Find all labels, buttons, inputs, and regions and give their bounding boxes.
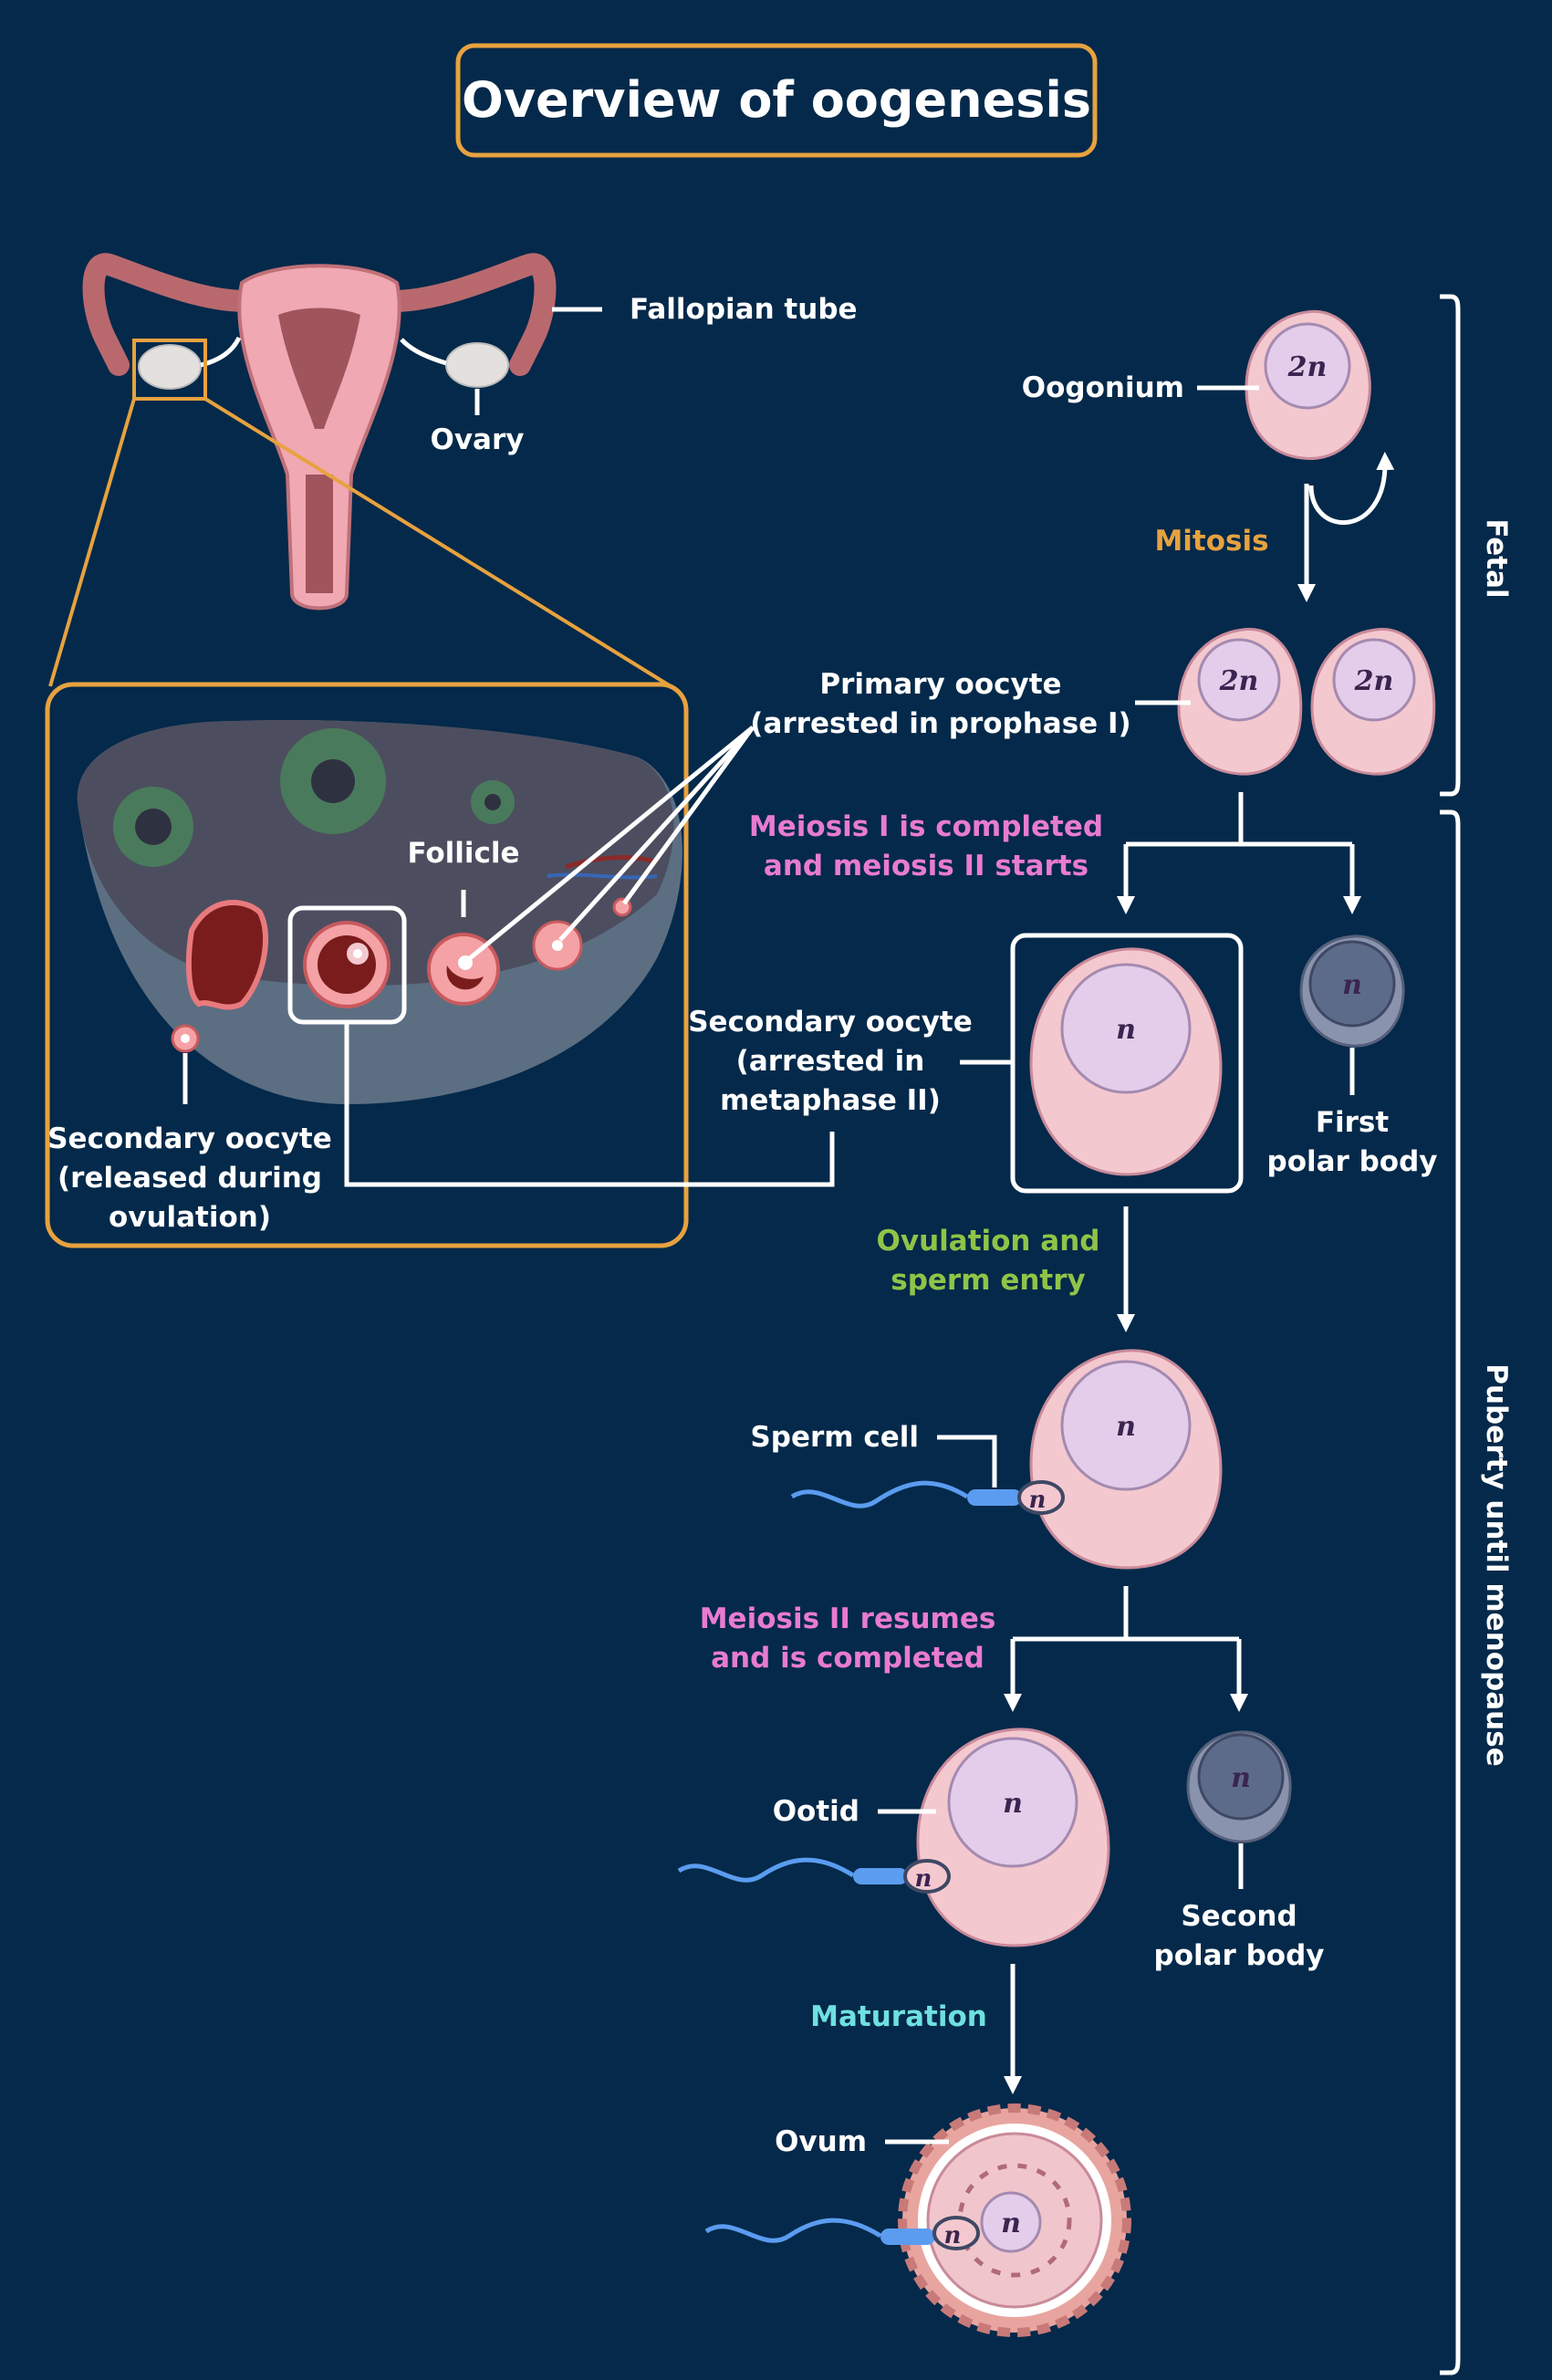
secondary-oocyte-label-1: Secondary oocyte [688, 1006, 973, 1039]
left-ovary [138, 344, 202, 390]
oogonium-label: Oogonium [1022, 371, 1184, 404]
first-polar-body: n [1299, 934, 1405, 1048]
primary-oocyte-label-2: (arrested in prophase I) [750, 707, 1130, 740]
follicle-label: Follicle [407, 837, 519, 870]
ploidy-n: n [915, 1865, 932, 1893]
sperm-cell: n [704, 2216, 980, 2250]
fetal-bracket [1440, 294, 1461, 797]
ootid-cell: n [916, 1728, 1110, 1947]
released-oocyte-label-1: Secondary oocyte [47, 1122, 332, 1155]
mitosis-label: Mitosis [1154, 525, 1268, 558]
ploidy-n: n [944, 2222, 962, 2250]
ovum-cell: n [898, 2103, 1131, 2337]
released-oocyte-label-3: ovulation) [109, 1201, 271, 1234]
meiosis1-branch [1126, 792, 1352, 847]
title-box: Overview of oogenesis [455, 43, 1098, 158]
ovary-zoom-box [45, 682, 689, 1248]
ootid-label: Ootid [773, 1795, 859, 1828]
sperm-cell: n [790, 1480, 1065, 1515]
ovulation-label-2: sperm entry [891, 1264, 1085, 1297]
ovulation-label-1: Ovulation and [877, 1225, 1100, 1258]
oogonium-cell: 2n [1245, 309, 1371, 461]
primary-oocyte-cell: 2n [1310, 628, 1436, 776]
meiosis1-label-1: Meiosis I is completed [749, 810, 1103, 843]
ploidy-n: n [1231, 1762, 1251, 1794]
ploidy-n: n [1342, 969, 1362, 1001]
right-ovary [445, 342, 509, 388]
meiosis2-branch [1013, 1586, 1239, 1642]
meiosis1-label-2: and meiosis II starts [764, 850, 1088, 882]
ploidy-2n: 2n [1287, 351, 1328, 383]
first-polar-body-label-1: First [1316, 1106, 1390, 1139]
primary-oocyte-cell: 2n [1177, 628, 1303, 776]
secondary-oocyte-label-3: metaphase II) [720, 1084, 941, 1117]
follicle-ovulation-stage [287, 905, 407, 1025]
meiosis2-label-2: and is completed [711, 1642, 984, 1675]
ploidy-n: n [1003, 1788, 1023, 1820]
mitosis-loop-arrow [1308, 452, 1395, 526]
fertilized-oocyte-cell: n [1029, 1349, 1223, 1570]
ovary-cross-section [77, 720, 682, 1104]
second-polar-body: n [1186, 1730, 1292, 1843]
ploidy-n: n [1029, 1487, 1047, 1514]
sperm-cell-label: Sperm cell [750, 1421, 919, 1454]
first-polar-body-label-2: polar body [1267, 1145, 1438, 1178]
ovary-label: Ovary [431, 423, 525, 456]
ploidy-n: n [1116, 1014, 1136, 1046]
ploidy-2n: 2n [1354, 665, 1394, 697]
zoom-source-box [132, 339, 207, 401]
fallopian-tube-label: Fallopian tube [630, 293, 858, 326]
secondary-oocyte-cell: n [1029, 947, 1223, 1176]
second-polar-body-label-1: Second [1181, 1900, 1297, 1933]
ovum-label: Ovum [775, 2125, 867, 2158]
uterus-illustration [82, 253, 557, 611]
second-polar-body-label-2: polar body [1154, 1939, 1325, 1972]
ploidy-n: n [1116, 1411, 1136, 1443]
meiosis2-label-1: Meiosis II resumes [700, 1602, 996, 1635]
maturation-label: Maturation [810, 2000, 987, 2033]
page-title: Overview of oogenesis [462, 71, 1091, 129]
puberty-bracket [1440, 809, 1461, 2375]
sperm-cell: n [677, 1857, 951, 1894]
puberty-label: Puberty until menopause [1480, 1363, 1513, 1766]
ploidy-2n: 2n [1219, 665, 1259, 697]
primary-oocyte-label-1: Primary oocyte [819, 668, 1061, 701]
released-oocyte-label-2: (released during [57, 1162, 322, 1195]
ploidy-n: n [1001, 2208, 1021, 2239]
fetal-label: Fetal [1480, 518, 1513, 598]
secondary-oocyte-label-2: (arrested in [736, 1045, 925, 1078]
